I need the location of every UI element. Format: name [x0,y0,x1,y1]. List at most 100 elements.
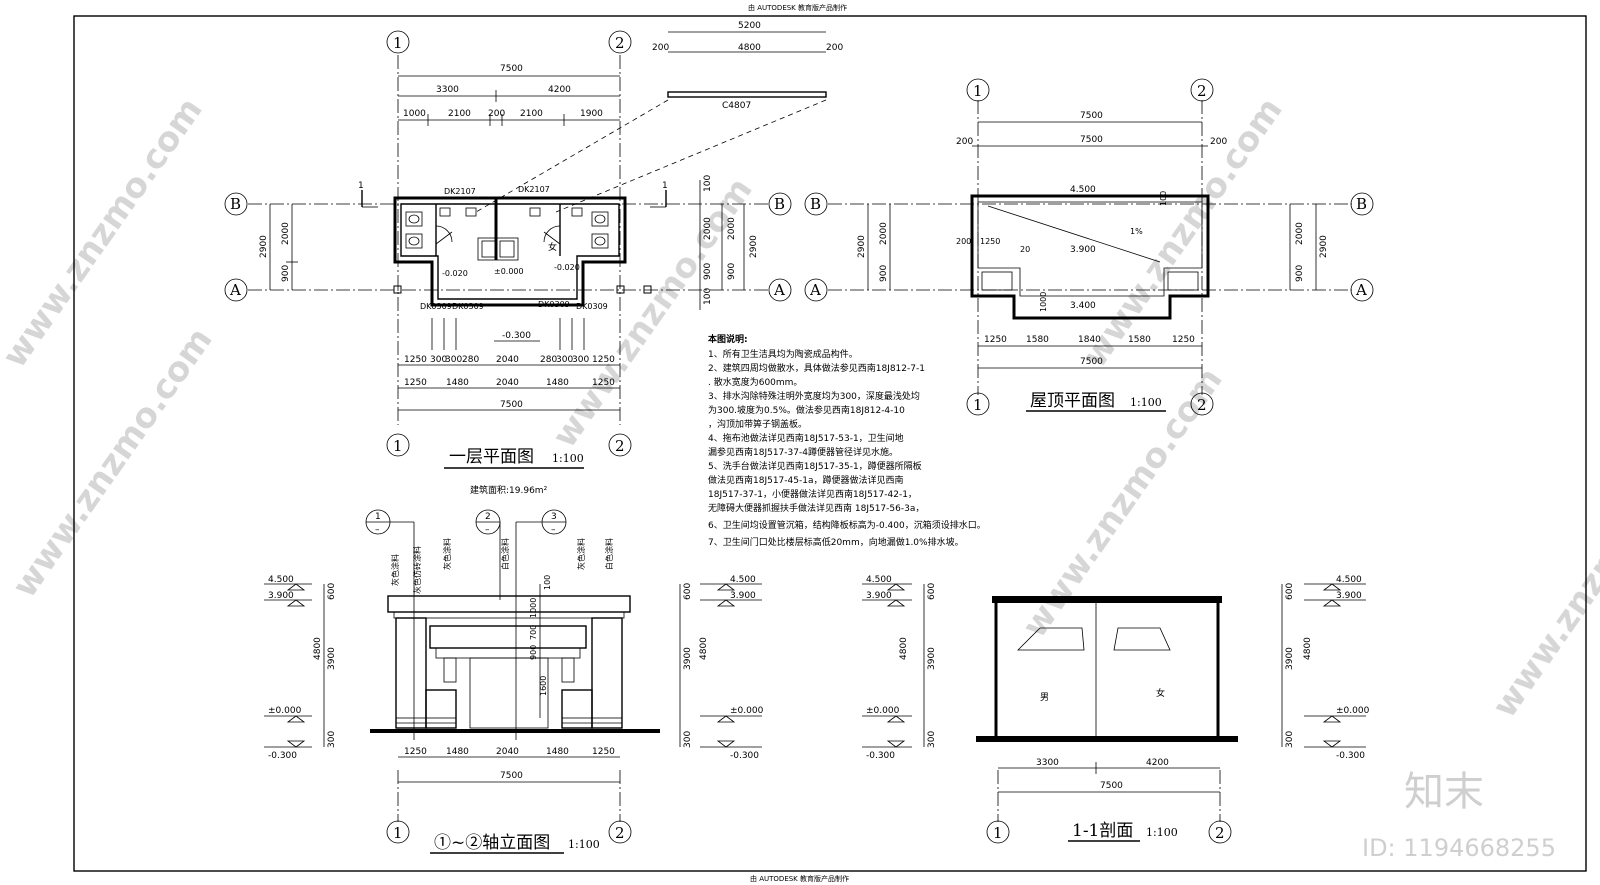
dim-4800: 4800 [1303,637,1313,660]
callout-dash: – [551,525,556,535]
dim-5200: 5200 [738,21,761,31]
dim-900: 900 [879,265,889,282]
dim-2000: 2000 [879,222,889,245]
door-label-dk0309: DK0309 [420,302,452,311]
dim-3300: 3300 [436,85,459,95]
section-title: 1-1剖面 [1072,821,1133,841]
dim-4200: 4200 [1146,758,1169,768]
dim-4800: 4800 [313,637,323,660]
dim-1480: 1480 [546,747,569,757]
elevation-scale: 1:100 [568,838,600,851]
dim-2900: 2900 [259,235,269,258]
level-3900: 3.900 [1336,591,1362,601]
axis-a-label: A [1355,281,1367,299]
elevation-view: 1 2 1 – 2 – 3 – 灰色涂料 灰色仿砖涂料 灰色涂料 白色涂料 灰色… [264,509,764,854]
dim-7500: 7500 [500,771,523,781]
axis-1-label: 1 [393,437,403,455]
dim-600: 600 [327,583,337,600]
material-label: 灰色仿砖涂料 [412,546,422,594]
dim-1000: 1000 [1039,292,1048,312]
level-base: -0.300 [268,751,297,761]
note-line: 为300.坡度为0.5%。做法参见西南18J812-4-10 [708,404,905,416]
dim-1250: 1250 [404,378,427,388]
note-line: 2、建筑四周均做散水，具体做法参见西南18J812-7-1 [708,362,925,374]
dim-600: 600 [927,583,937,600]
dim-100: 100 [703,288,713,305]
watermark-id: ID: 1194668255 [1362,834,1556,862]
floor-plan-title: 一层平面图 [449,447,534,467]
dim-700: 700 [529,625,538,640]
dim-7500: 7500 [500,64,523,74]
dim-7500: 7500 [1080,111,1103,121]
dim-300: 300 [927,731,937,748]
top-autodesk-mark: 由 AUTODESK 教育版产品制作 [748,3,847,12]
note-line: 7、卫生间门口处比楼层标高低20mm，向地漏做1.0%排水坡。 [708,536,964,548]
dim-1250: 1250 [592,355,615,365]
door-label-dk2107: DK2107 [518,185,550,194]
dim-1000: 1000 [529,598,538,618]
dim-300: 300 [327,731,337,748]
level-4500: 4.500 [268,575,294,585]
level-0: ±0.000 [730,706,764,716]
elevation-title: ①~②轴立面图 [434,833,550,853]
room-label-female: 女 [548,241,557,253]
dim-2000: 2000 [1295,222,1305,245]
dim-4200: 4200 [548,85,571,95]
room-label-male: 男 [1040,692,1049,703]
roof-plan-title: 屋顶平面图 [1030,391,1115,411]
level-3900: 3.900 [866,591,892,601]
axis-2-label: 2 [615,824,625,842]
level-3900: 3.900 [268,591,294,601]
level-3900: 3.900 [730,591,756,601]
note-line: ，沟顶加带箅子钢盖板。 [708,418,807,430]
note-line: 4、拖布池做法详见西南18J517-53-1，卫生间地 [708,432,904,444]
bottom-autodesk-mark: 由 AUTODESK 教育版产品制作 [750,874,849,883]
axis-a-label: A [809,281,821,299]
door-label-dk0309: DK0309 [538,300,570,309]
axis-2-label: 2 [615,437,625,455]
dim-3900: 3900 [927,647,937,670]
dim-200: 200 [652,43,669,53]
material-label: 白色涂料 [500,538,510,570]
dim-1250: 1250 [980,237,1000,246]
dim-1840: 1840 [1078,335,1101,345]
axis-b-label: B [1356,195,1367,213]
roof-level: 3.400 [1070,301,1096,311]
dim-1580: 1580 [1026,335,1049,345]
callout-1: 1 [375,512,381,522]
dim-4800: 4800 [699,637,709,660]
dim-100: 100 [703,175,713,192]
dim-100: 100 [543,575,552,590]
dim-200: 200 [956,137,973,147]
dim-7500: 7500 [1080,357,1103,367]
callout-dash: – [375,525,380,535]
dim-2040: 2040 [496,378,519,388]
level-mark: -0.020 [442,269,468,278]
dim-1250: 1250 [404,747,427,757]
dim-1250: 1250 [984,335,1007,345]
level-base: -0.300 [1336,751,1365,761]
door-label-dk0309: DK0309 [576,302,608,311]
dim-1580: 1580 [1128,335,1151,345]
dim-200: 200 [1210,137,1227,147]
axis-b-label: B [774,195,785,213]
dim-200: 200 [488,109,505,119]
dim-1480: 1480 [446,747,469,757]
drawing-border [73,15,1587,872]
window-code: C4807 [722,101,751,111]
dim-2100: 2100 [448,109,471,119]
axis-b-label: B [230,195,241,213]
dim-2000: 2000 [727,217,737,240]
axis-2-label: 2 [615,34,625,52]
dim-1250: 1250 [592,378,615,388]
axis-2-label: 2 [1215,824,1225,842]
dim-1600: 1600 [539,676,548,696]
floor-plan: 1 2 1 2 B A B A 7500 3300 4200 1000 2100… [224,30,792,496]
floor-plan-scale: 1:100 [552,452,584,465]
dim-600: 600 [1285,583,1295,600]
dim-900: 900 [529,645,538,660]
dim-900: 900 [703,263,713,280]
dim-1900: 1900 [580,109,603,119]
level-4500: 4.500 [730,575,756,585]
